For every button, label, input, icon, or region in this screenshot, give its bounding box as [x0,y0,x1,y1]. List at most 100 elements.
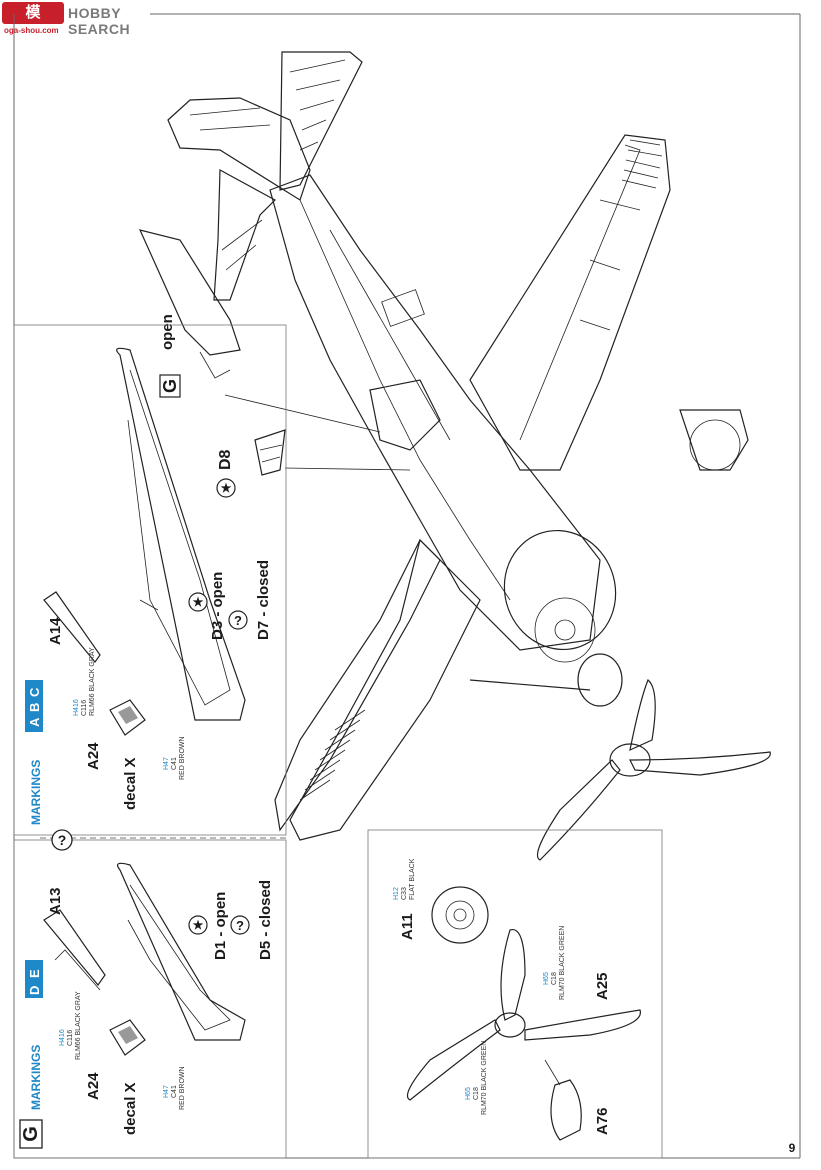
part-a11-label: A11 [399,913,416,940]
landing-gear-right [679,409,749,471]
open-label: open [159,314,176,350]
aircraft-drawing [167,51,771,861]
paint-blade-code2: C18 [473,1087,480,1100]
fuselage [269,174,601,651]
paint-blade-code1: H65 [465,1087,472,1100]
access-hatch [381,289,425,327]
step-g-main-box [19,1119,43,1149]
paint-abc-1-name: RLM66 BLACK GRAY [89,647,96,716]
watermark: 模 HOBBY SEARCH oga-shou.com [2,2,162,38]
canopy-part [138,229,241,356]
paint-abc-2-code1: H47 [163,757,170,770]
part-a25-label: A25 [594,972,611,1000]
watermark-brand: HOBBY SEARCH [68,5,131,37]
markings-abc-a: A [27,717,42,727]
decal-x-de: decal X [122,1082,139,1135]
watermark-logo: 模 [2,2,64,24]
svg-text:★: ★ [193,918,204,932]
markings-abc-box [25,680,43,732]
paint-de-2-code1: H47 [163,1085,170,1098]
cowling-fan [534,597,596,663]
part-a24-de [109,1019,146,1056]
part-d8 [254,429,286,476]
d7-closed-label: D7 - closed [255,560,272,640]
paint-abc-1-code1: H416 [73,699,80,716]
question-icon-de [230,915,250,935]
paint-abc-2-code2: C41 [171,757,178,770]
question-divider: ? [58,832,67,848]
part-a14-label: A14 [47,617,64,645]
d1-open-label: D1 - open [212,892,229,960]
star-icon-d8 [216,478,236,498]
part-a13-label: A13 [47,887,64,915]
markings-de-d: D [27,986,42,995]
markings-de-label: MARKINGS [29,1045,43,1110]
step-g-box [159,374,181,398]
paint-de-1-name: RLM66 BLACK GRAY [75,991,82,1060]
paint-de-2-code2: C41 [171,1085,178,1098]
canopy-frame-abc [116,347,246,721]
part-a14 [43,591,101,663]
decal-x-abc: decal X [122,757,139,810]
d8-label: D8 [217,449,234,470]
prop-hub [494,1012,526,1038]
paint-a25-code1: H65 [543,972,550,985]
panel-de-frame [13,839,287,1159]
landing-gear-left [577,653,623,707]
prop-panel-frame [367,829,663,1159]
part-a24-abc-label: A24 [85,742,102,770]
svg-text:★: ★ [221,481,232,495]
markings-abc-b: B [27,703,42,712]
page-number: 9 [789,1141,796,1155]
prop-blade-left [406,1019,501,1101]
tailplane-left [213,169,276,301]
paint-blade-name: RLM70 BLACK GREEN [481,1041,488,1115]
markings-de-box [25,960,43,998]
part-a76-label: A76 [594,1107,611,1135]
leader-open [224,394,381,433]
paint-a25-name: RLM70 BLACK GREEN [559,926,566,1000]
question-abc: ? [234,613,242,628]
markings-abc-c: C [27,687,42,697]
paint-a11-code2: C33 [401,887,408,900]
watermark-url: oga-shou.com [4,26,59,35]
part-a24-abc [109,699,146,736]
prop-blade-top [500,929,526,1021]
paint-de-2-name: RED BROWN [179,1066,186,1110]
cowling [503,529,617,651]
paint-abc-1-code2: C116 [81,700,88,716]
paint-a25-code2: C18 [551,972,558,985]
paint-de-1-code2: C116 [67,1030,74,1046]
d5-closed-label: D5 - closed [257,880,274,960]
paint-abc-2-name: RED BROWN [179,736,186,780]
paint-a11-code1: H12 [393,887,400,900]
panel-de: G MARKINGS D E A13 A24 decal X H416 C116… [19,862,274,1149]
canopy-frame-de [117,862,246,1041]
step-letter: G [20,1126,42,1142]
leader-d8 [284,467,411,471]
svg-text:★: ★ [193,595,204,609]
prop-panel: A11 H12 C33 FLAT BLACK A76 A25 H65 C18 R… [393,858,641,1141]
star-icon-abc [188,592,208,612]
panel-abc-frame [13,324,287,836]
watermark-logo-text: 模 [25,4,41,21]
paint-a11-name: FLAT BLACK [409,858,416,900]
markings-abc-label: MARKINGS [29,760,43,825]
cockpit [369,379,441,451]
fin [167,97,311,201]
step-g-open-letter: G [160,379,180,393]
prop-blade-right [524,1009,641,1041]
wing-right [469,134,671,471]
panel-abc: MARKINGS A B C ? A14 A24 decal X H416 C1… [25,347,272,851]
question-de: ? [236,918,244,933]
paint-de-1-code1: H416 [59,1029,66,1046]
part-a24-de-label: A24 [85,1072,102,1100]
propeller-main [536,679,771,861]
part-a13 [43,909,106,986]
part-a11 [431,886,489,944]
markings-de-e: E [27,969,42,978]
question-icon-abc [228,610,248,630]
tailplane-right [279,51,363,191]
d3-open-label: D3 - open [209,572,226,640]
